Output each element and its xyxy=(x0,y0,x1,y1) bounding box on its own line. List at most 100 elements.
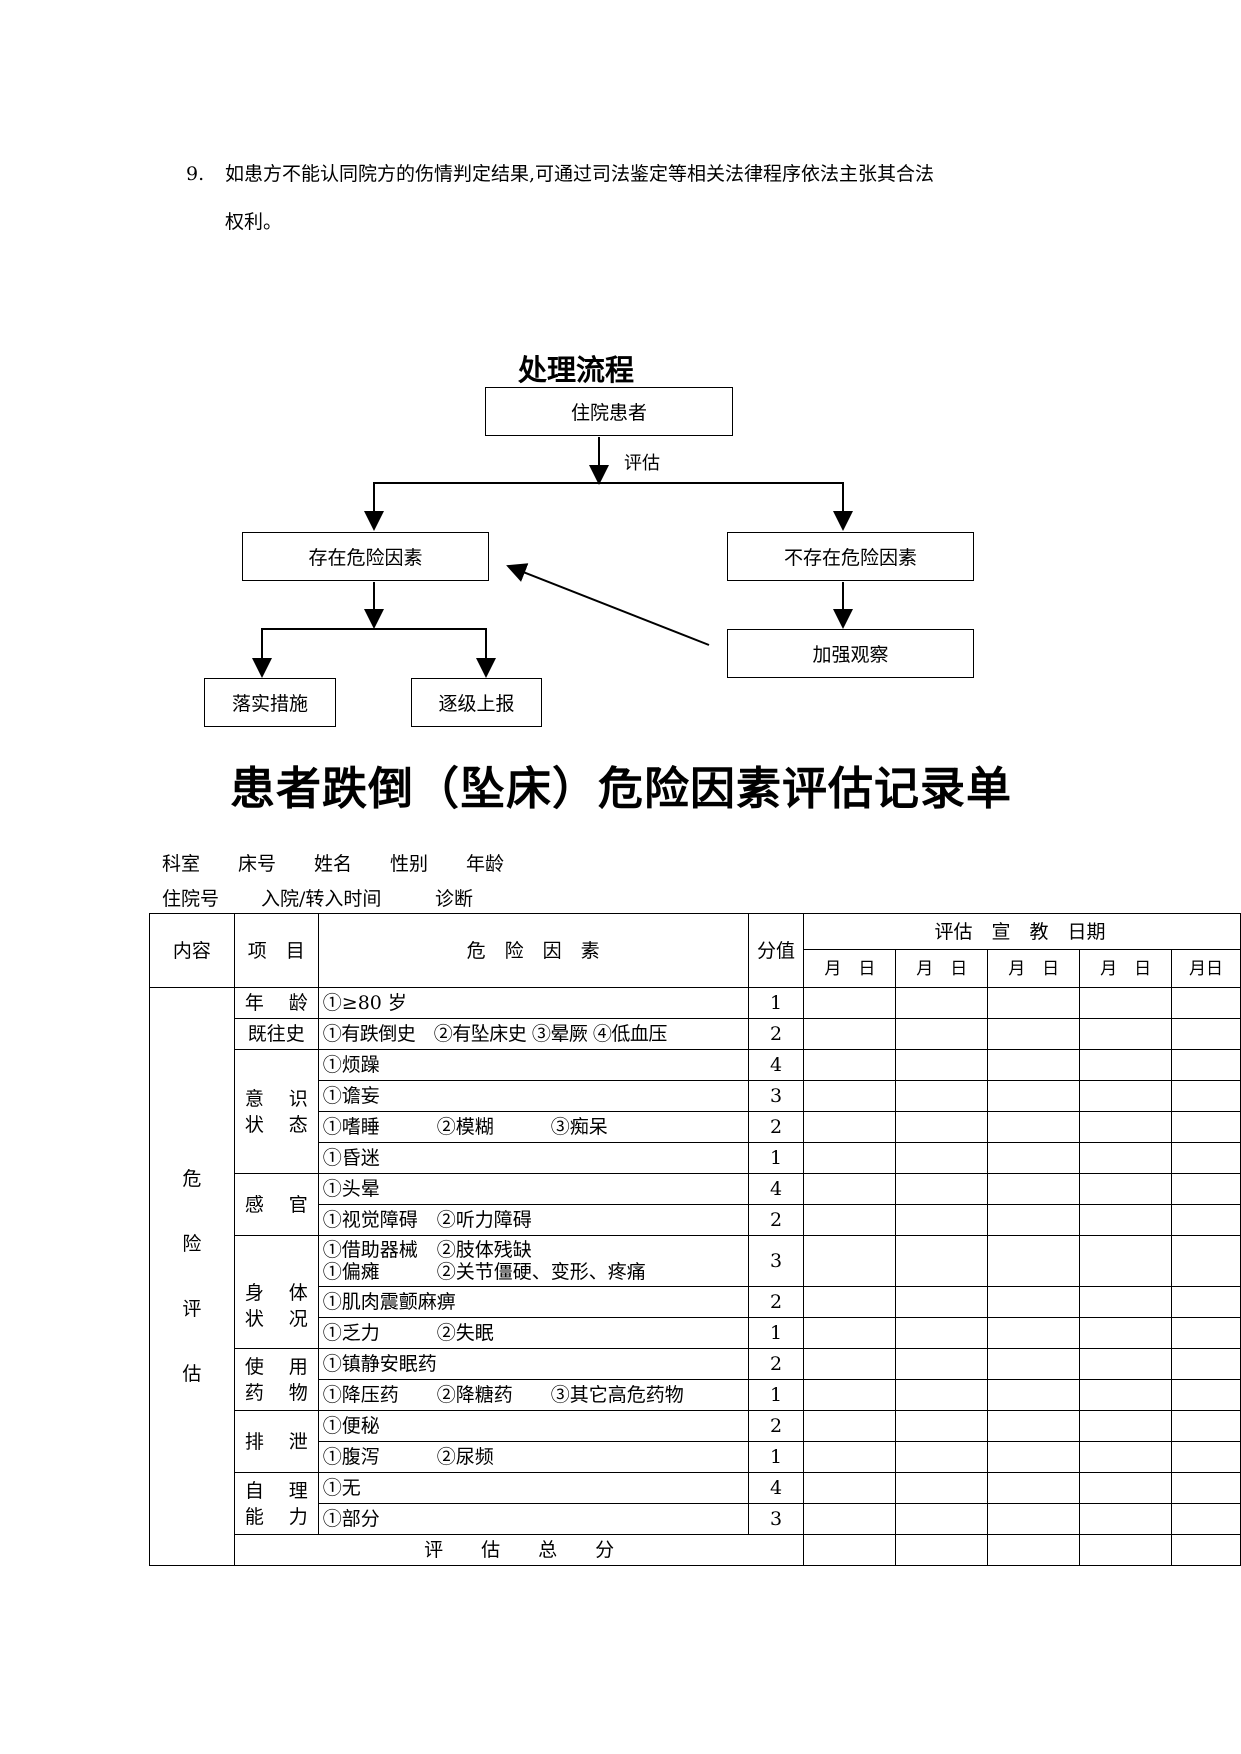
date-cell[interactable] xyxy=(1079,1441,1173,1473)
date-cell[interactable] xyxy=(1079,1410,1173,1442)
date-cell[interactable] xyxy=(1171,1235,1241,1287)
date-cell[interactable] xyxy=(895,1410,989,1442)
date-cell[interactable] xyxy=(1079,1142,1173,1174)
date-cell[interactable] xyxy=(1079,1286,1173,1318)
date-cell[interactable] xyxy=(803,987,897,1019)
date-cell[interactable] xyxy=(803,1080,897,1112)
date-cell[interactable] xyxy=(895,1235,989,1287)
date-cell[interactable] xyxy=(895,1049,989,1081)
date-cell[interactable] xyxy=(1171,1410,1241,1442)
factor-row: ①降压药 ②降糖药 ③其它高危药物 xyxy=(317,1379,749,1411)
date-cell[interactable] xyxy=(987,1441,1081,1473)
date-cell[interactable] xyxy=(803,1235,897,1287)
date-cell[interactable] xyxy=(1079,1503,1173,1535)
date-cell[interactable] xyxy=(1171,1142,1241,1174)
date-cell[interactable] xyxy=(1171,1286,1241,1318)
date-cell[interactable] xyxy=(987,1080,1081,1112)
date-cell[interactable] xyxy=(803,1410,897,1442)
date-cell[interactable] xyxy=(895,987,989,1019)
date-cell[interactable] xyxy=(803,1173,897,1205)
date-cell[interactable] xyxy=(895,1173,989,1205)
date-cell[interactable] xyxy=(1079,1111,1173,1143)
date-cell[interactable] xyxy=(803,1441,897,1473)
date-cell[interactable] xyxy=(895,1379,989,1411)
date-cell[interactable] xyxy=(1079,1379,1173,1411)
date-cell[interactable] xyxy=(1171,987,1241,1019)
date-cell[interactable] xyxy=(1171,1379,1241,1411)
factor-row: ①烦躁 xyxy=(317,1049,749,1081)
date-cell[interactable] xyxy=(895,1441,989,1473)
date-cell[interactable] xyxy=(1079,1348,1173,1380)
date-cell[interactable] xyxy=(895,1080,989,1112)
score-cell: 3 xyxy=(747,1080,805,1112)
date-cell[interactable] xyxy=(803,1317,897,1349)
date-cell[interactable] xyxy=(803,1286,897,1318)
date-cell[interactable] xyxy=(1171,1018,1241,1050)
date-cell[interactable] xyxy=(1171,1348,1241,1380)
date-cell[interactable] xyxy=(895,1142,989,1174)
date-cell[interactable] xyxy=(1171,1317,1241,1349)
date-cell[interactable] xyxy=(1079,1080,1173,1112)
date-cell[interactable] xyxy=(803,1111,897,1143)
date-cell[interactable] xyxy=(1171,1472,1241,1504)
date-cell[interactable] xyxy=(987,1379,1081,1411)
total-cell[interactable] xyxy=(987,1534,1081,1566)
date-cell[interactable] xyxy=(1079,1235,1173,1287)
score-cell: 1 xyxy=(747,987,805,1019)
date-cell[interactable] xyxy=(895,1018,989,1050)
flowchart-connectors xyxy=(252,437,853,678)
date-cell[interactable] xyxy=(895,1286,989,1318)
date-cell[interactable] xyxy=(987,1472,1081,1504)
date-cell[interactable] xyxy=(1171,1173,1241,1205)
total-cell[interactable] xyxy=(895,1534,989,1566)
date-cell[interactable] xyxy=(987,1286,1081,1318)
date-cell[interactable] xyxy=(803,1049,897,1081)
date-cell[interactable] xyxy=(987,1142,1081,1174)
node-risk-present: 存在危险因素 xyxy=(242,532,489,581)
date-cell[interactable] xyxy=(803,1348,897,1380)
score-cell: 1 xyxy=(747,1317,805,1349)
date-cell[interactable] xyxy=(895,1472,989,1504)
date-cell[interactable] xyxy=(987,1410,1081,1442)
date-cell[interactable] xyxy=(1171,1111,1241,1143)
date-cell[interactable] xyxy=(987,1049,1081,1081)
date-cell[interactable] xyxy=(1171,1204,1241,1236)
total-cell[interactable] xyxy=(1079,1534,1173,1566)
date-cell[interactable] xyxy=(895,1348,989,1380)
date-cell[interactable] xyxy=(803,1379,897,1411)
date-cell[interactable] xyxy=(803,1204,897,1236)
date-cell[interactable] xyxy=(1171,1049,1241,1081)
date-cell[interactable] xyxy=(987,1111,1081,1143)
date-cell[interactable] xyxy=(803,1142,897,1174)
date-cell[interactable] xyxy=(895,1317,989,1349)
date-cell[interactable] xyxy=(987,1503,1081,1535)
date-cell[interactable] xyxy=(803,1018,897,1050)
date-cell[interactable] xyxy=(803,1503,897,1535)
date-cell[interactable] xyxy=(1171,1080,1241,1112)
total-cell[interactable] xyxy=(1171,1534,1241,1566)
date-cell[interactable] xyxy=(987,1018,1081,1050)
score-cell: 2 xyxy=(747,1018,805,1050)
date-cell[interactable] xyxy=(987,1204,1081,1236)
date-cell[interactable] xyxy=(987,1173,1081,1205)
date-cell[interactable] xyxy=(1079,1317,1173,1349)
date-cell[interactable] xyxy=(1171,1441,1241,1473)
date-cell[interactable] xyxy=(803,1472,897,1504)
date-cell[interactable] xyxy=(987,1317,1081,1349)
meta-line-1: 科室床号姓名性别年龄 xyxy=(162,849,504,876)
date-cell[interactable] xyxy=(987,987,1081,1019)
date-cell[interactable] xyxy=(895,1503,989,1535)
total-cell[interactable] xyxy=(803,1534,897,1566)
date-cell[interactable] xyxy=(987,1235,1081,1287)
date-cell[interactable] xyxy=(895,1111,989,1143)
date-cell[interactable] xyxy=(895,1204,989,1236)
date-cell[interactable] xyxy=(1079,1049,1173,1081)
date-cell[interactable] xyxy=(1079,1018,1173,1050)
date-cell[interactable] xyxy=(1079,1472,1173,1504)
date-cell[interactable] xyxy=(1079,1204,1173,1236)
date-cell[interactable] xyxy=(987,1348,1081,1380)
date-cell[interactable] xyxy=(1079,1173,1173,1205)
header-eval-dates: 评估 宣 教 日期 xyxy=(803,913,1241,950)
date-cell[interactable] xyxy=(1171,1503,1241,1535)
date-cell[interactable] xyxy=(1079,987,1173,1019)
